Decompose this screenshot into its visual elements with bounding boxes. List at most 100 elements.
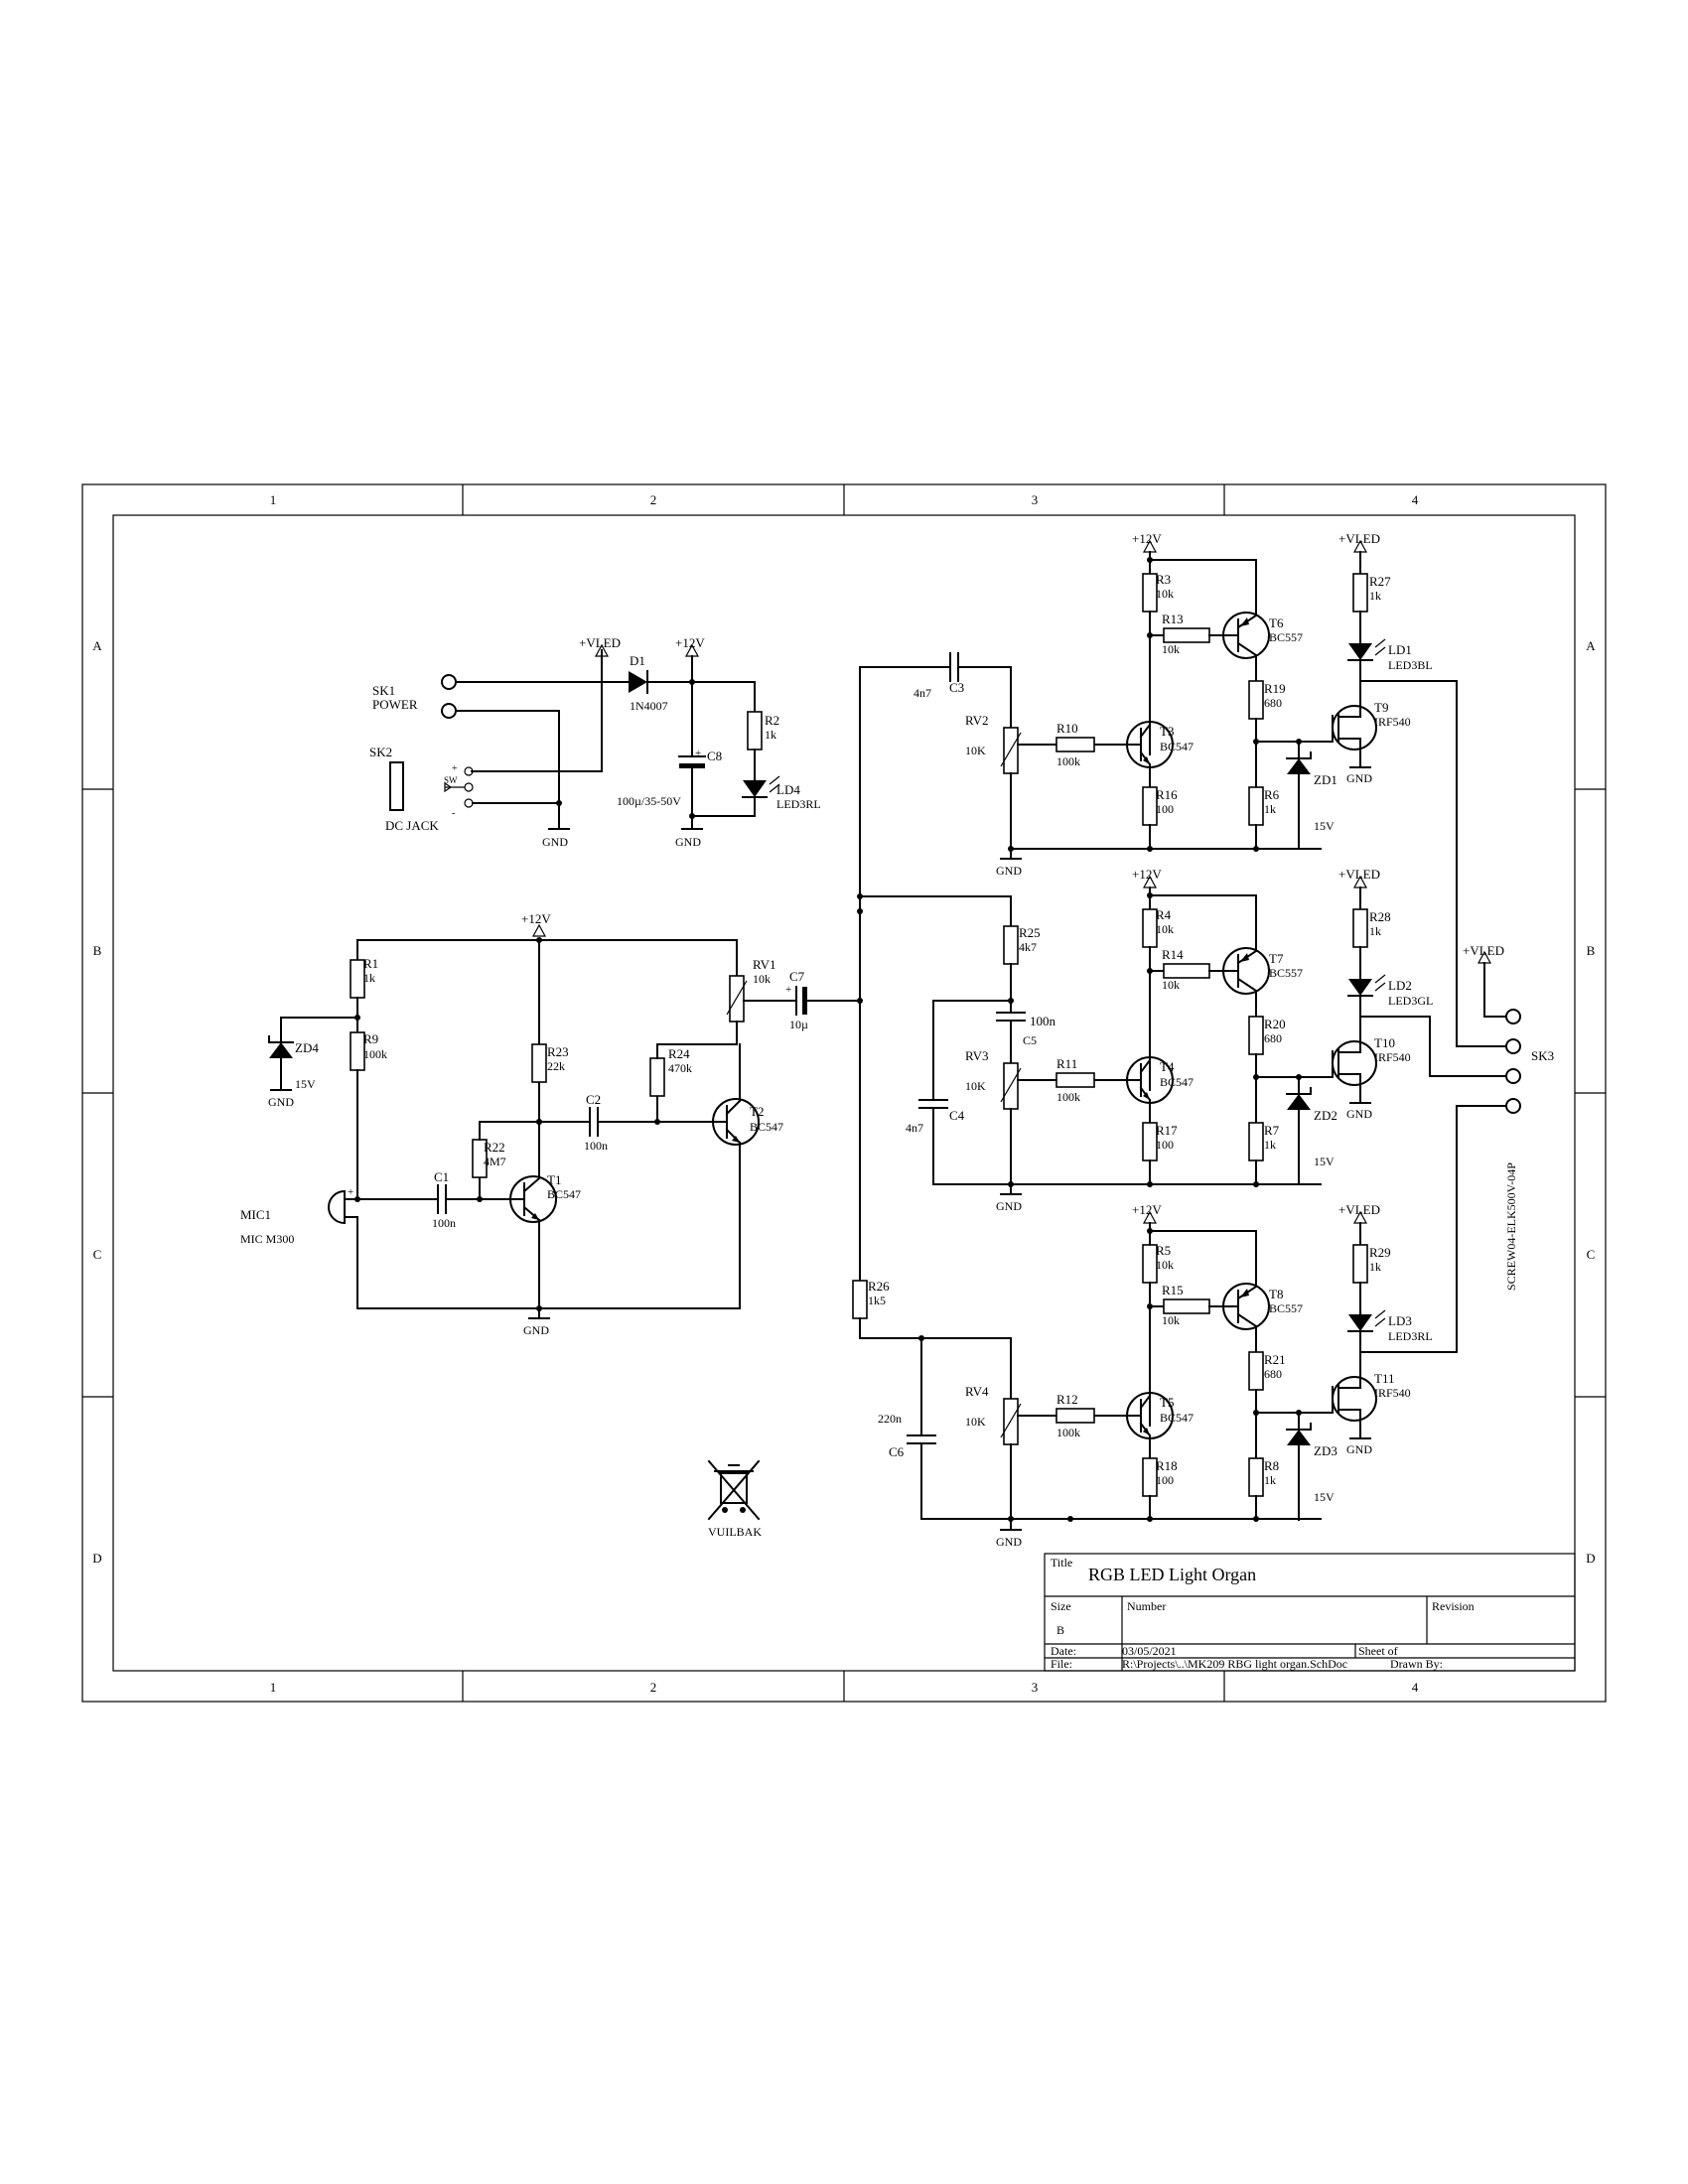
ch1-r-emit-label: R16 [1156, 787, 1178, 802]
ch1-gnd-label: GND [996, 864, 1022, 878]
ch2-r-gate-label: R7 [1264, 1123, 1280, 1138]
d1-diode-icon [629, 671, 647, 693]
ch1-t-pnp-value: BC557 [1269, 630, 1303, 644]
c5-label: C5 [1023, 1033, 1037, 1047]
drawn-by-label: Drawn By: [1390, 1657, 1443, 1671]
bin-label: VUILBAK [708, 1525, 762, 1539]
ch3-zd-label: ZD3 [1314, 1443, 1337, 1458]
ch2-r-mid-value: 10k [1162, 978, 1180, 992]
ch1-r-base-resistor-icon [1055, 737, 1095, 752]
ch2-r-top-value: 10k [1156, 922, 1174, 936]
mic1-label: MIC1 [240, 1207, 271, 1222]
size-label: Size [1051, 1599, 1071, 1613]
ch3-led-value: LED3RL [1388, 1329, 1433, 1343]
ch2-r-mid-resistor-icon [1163, 963, 1210, 979]
ch1-r-mid-label: R13 [1162, 612, 1184, 626]
ch3-r-emit-resistor-icon [1142, 1457, 1158, 1497]
ld4-label: LD4 [776, 782, 800, 797]
ch2-r-led-label: R28 [1369, 909, 1391, 924]
ch1-zd-label: ZD1 [1314, 772, 1337, 787]
ch1-r-mid-resistor-icon [1163, 627, 1210, 643]
ch1-rv-label: RV2 [965, 713, 989, 728]
ch2-r-base-resistor-icon [1055, 1072, 1095, 1088]
ch1-rv-value: 10K [965, 744, 986, 757]
ch2-t-npn-label: T4 [1160, 1059, 1175, 1074]
d1-value: 1N4007 [630, 699, 668, 713]
c4-value: 4n7 [906, 1121, 923, 1135]
output-connector: +VLED SK3 SCREW04-ELK500V-04P [1359, 680, 1554, 1353]
grid-col-1-top: 1 [270, 492, 277, 507]
sk3-terminal-3 [1505, 1068, 1521, 1084]
grid-col-3-top: 3 [1032, 492, 1039, 507]
c2-label: C2 [586, 1092, 601, 1107]
mic-v12-arrow-icon [531, 923, 547, 937]
ch2-r-gate-resistor-icon [1248, 1122, 1264, 1161]
r9-label: R9 [363, 1031, 378, 1046]
r23-label: R23 [547, 1044, 569, 1059]
power-vled-label: +VLED [579, 635, 621, 650]
ch1-t-pnp-label: T6 [1269, 615, 1284, 630]
sk1-name: POWER [372, 697, 418, 712]
ch2-r-base-label: R11 [1056, 1056, 1077, 1071]
r25-resistor-icon [1003, 925, 1019, 965]
sk3-label: SK3 [1531, 1048, 1554, 1063]
ch3-r-col-resistor-icon [1248, 1351, 1264, 1391]
ch3-r-led-value: 1k [1369, 1260, 1381, 1274]
ch1-r-top-resistor-icon [1142, 573, 1158, 613]
ch2-r-col-label: R20 [1264, 1017, 1286, 1031]
c6-value: 220n [878, 1412, 902, 1426]
sk2-name: DC JACK [385, 818, 439, 833]
sk1-terminal-top [441, 674, 457, 690]
ch1-r-col-resistor-icon [1248, 680, 1264, 720]
ch1-r-led-value: 1k [1369, 589, 1381, 603]
r26-resistor-icon [852, 1280, 868, 1319]
ch3-r-emit-value: 100 [1156, 1473, 1174, 1487]
ch1-led-icon [1348, 643, 1372, 660]
ch2-t-pnp-value: BC557 [1269, 966, 1303, 980]
ch1-zd-value: 15V [1314, 819, 1335, 833]
grid-col-3-bottom: 3 [1032, 1680, 1039, 1695]
ch2-r-col-resistor-icon [1248, 1016, 1264, 1055]
c7-label: C7 [789, 969, 805, 984]
date-value: 03/05/2021 [1122, 1644, 1177, 1658]
power-section: +VLED SK1 POWER SK2 SW DC JACK + - GND D… [369, 635, 821, 849]
ch1-v12-label: +12V [1132, 531, 1162, 546]
ch2-r-emit-resistor-icon [1142, 1122, 1158, 1161]
file-label: File: [1051, 1657, 1072, 1671]
ch2-pnp-transistor-icon [1222, 947, 1270, 995]
grid-row-b-left: B [93, 943, 102, 958]
ch3-r-gate-resistor-icon [1248, 1457, 1264, 1497]
grid-labels: 1 2 3 4 1 2 3 4 A B C D A B C D [92, 492, 1596, 1695]
ch3-t-pnp-value: BC557 [1269, 1301, 1303, 1315]
ch1-r-gate-resistor-icon [1248, 786, 1264, 826]
grid-col-4-top: 4 [1412, 492, 1419, 507]
ch1-mosfet-value: IRF540 [1374, 715, 1411, 729]
sheet-frame [81, 483, 1607, 1703]
ch3-vled-label: +VLED [1338, 1202, 1380, 1217]
channel-2-driver: +12V R4 10k R14 10k T7 BC557 R20 680 R7 … [932, 867, 1433, 1213]
c5-value: 100n [1030, 1014, 1056, 1028]
sk1-terminal-bottom [441, 703, 457, 719]
svg-text:+: + [348, 1186, 353, 1198]
t2-value: BC547 [750, 1120, 783, 1134]
ch3-gnd-label: GND [996, 1535, 1022, 1549]
ch3-fet-gnd-label: GND [1346, 1442, 1372, 1456]
date-label: Date: [1051, 1644, 1076, 1658]
ch1-r-emit-value: 100 [1156, 802, 1174, 816]
drawing-title: RGB LED Light Organ [1088, 1565, 1256, 1584]
c6-label: C6 [889, 1444, 905, 1459]
rv1-value: 10k [753, 972, 771, 986]
r2-value: 1k [765, 728, 776, 742]
ch2-vled-label: +VLED [1338, 867, 1380, 882]
ch1-led-label: LD1 [1388, 642, 1412, 657]
title-label: Title [1051, 1556, 1072, 1570]
ch3-r-emit-label: R18 [1156, 1458, 1178, 1473]
c8-value: 100µ/35-50V [617, 794, 681, 808]
ch2-r-base-value: 100k [1056, 1090, 1080, 1104]
ch2-rv-value: 10K [965, 1079, 986, 1093]
ch1-r-top-label: R3 [1156, 572, 1171, 587]
r26-label: R26 [868, 1279, 890, 1294]
mic-12v-label: +12V [521, 911, 551, 926]
ch3-r-base-resistor-icon [1055, 1408, 1095, 1424]
